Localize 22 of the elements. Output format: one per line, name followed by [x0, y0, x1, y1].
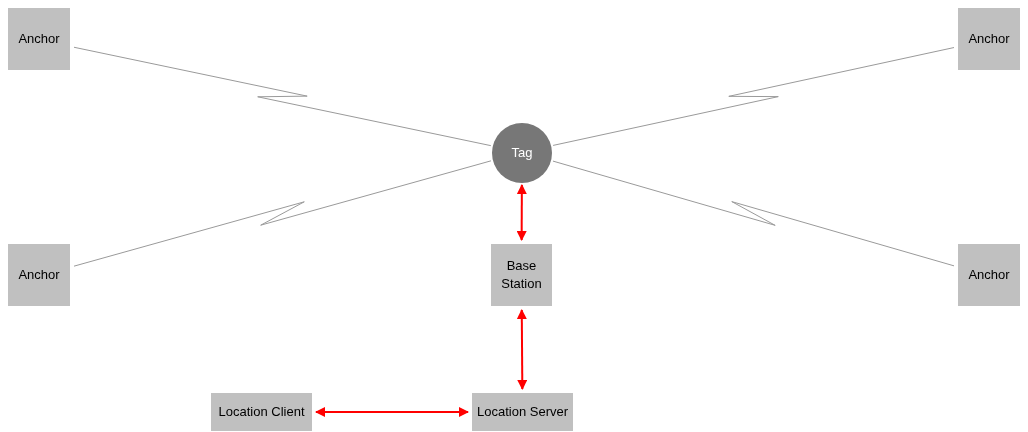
- device-box: [8, 244, 70, 306]
- node-label: Anchor: [968, 30, 1010, 48]
- device-box: [491, 244, 552, 306]
- double-arrow: [315, 407, 469, 417]
- node-label: Location Server: [476, 403, 569, 421]
- radio-link-line: [552, 47, 955, 146]
- node-label: Anchor: [968, 266, 1010, 284]
- node-label: Anchor: [18, 266, 60, 284]
- double-arrow: [516, 184, 527, 241]
- device-box: [211, 393, 312, 431]
- device-box: [8, 8, 70, 70]
- node-label: Anchor: [18, 30, 60, 48]
- radio-link-line: [73, 160, 492, 267]
- device-box: [472, 393, 573, 431]
- radio-link-line: [552, 160, 955, 267]
- node-label: Base Station: [500, 257, 543, 293]
- radio-link-line: [73, 46, 492, 147]
- node-label: Location Client: [218, 403, 305, 421]
- device-box: [958, 8, 1020, 70]
- device-box: [958, 244, 1020, 306]
- node-label: Tag: [511, 144, 533, 162]
- double-arrow: [516, 309, 528, 390]
